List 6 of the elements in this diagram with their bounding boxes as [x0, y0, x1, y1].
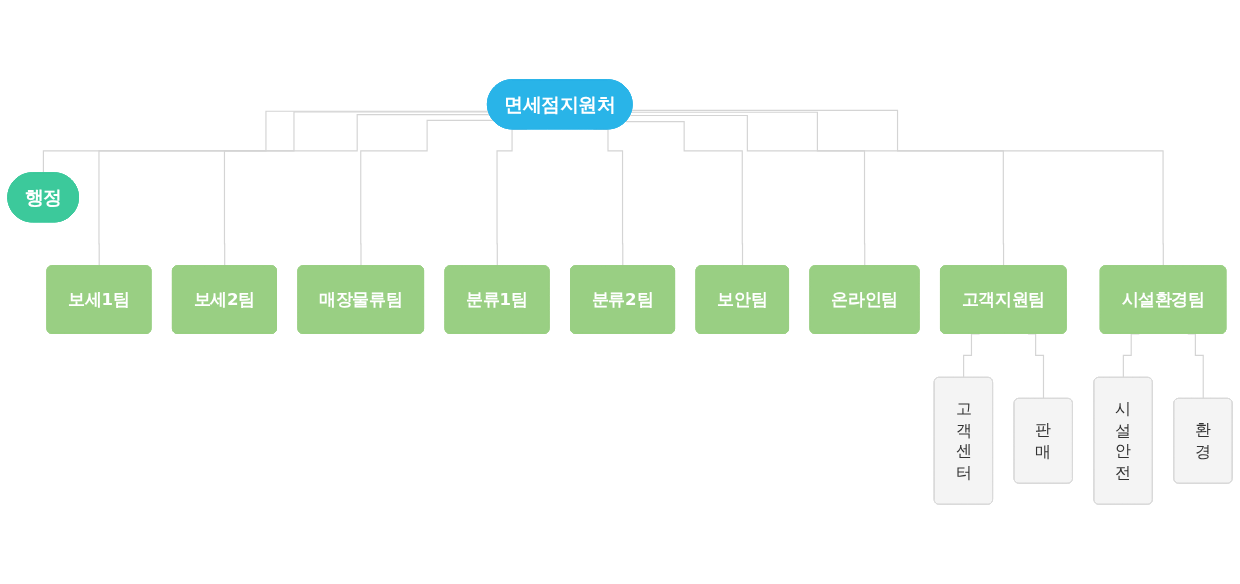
connector [630, 111, 1005, 267]
connector [98, 111, 490, 267]
connector [631, 109, 1165, 267]
connector [629, 114, 866, 267]
connector [223, 113, 491, 267]
connector [625, 121, 744, 267]
